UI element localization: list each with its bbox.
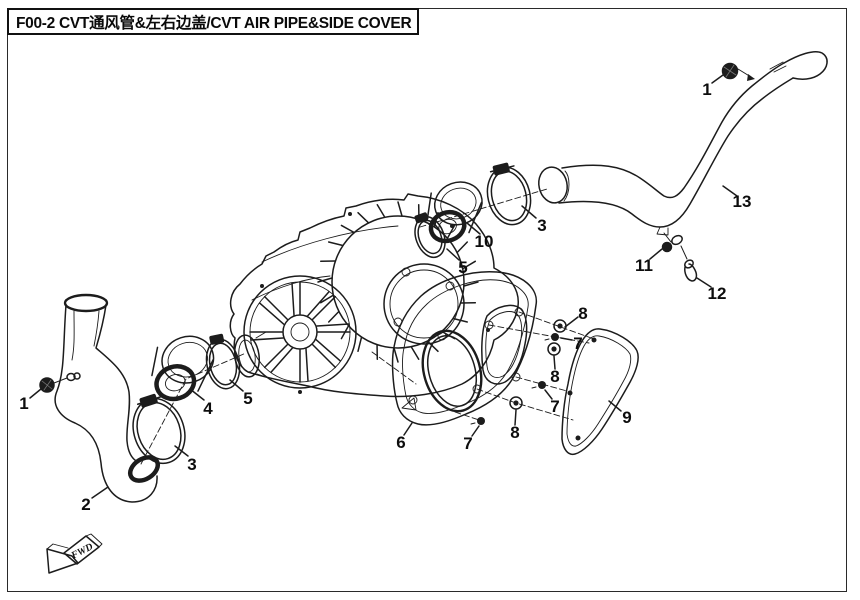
fwd-label: FWD — [69, 541, 95, 562]
part-2-air-pipe — [54, 293, 161, 503]
part-3-clamp-middle — [486, 162, 532, 226]
part-9-cover-plate — [561, 328, 639, 456]
fwd-direction-arrow: FWD — [46, 533, 103, 574]
callout-10: 10 — [475, 232, 494, 251]
gearbox-case — [229, 193, 519, 398]
diagram-title: F00-2 CVT通风管&左右边盖/CVT AIR PIPE&SIDE COVE… — [16, 14, 412, 32]
callout-13: 13 — [733, 192, 752, 211]
diagram-title-box: F00-2 CVT通风管&左右边盖/CVT AIR PIPE&SIDE COVE… — [7, 8, 419, 35]
callout-1-left: 1 — [19, 394, 28, 413]
part-12-plug — [684, 259, 698, 282]
callout-8-b: 8 — [550, 367, 559, 386]
callout-7-c: 7 — [463, 434, 472, 453]
cover-bolt-axis-lines — [454, 311, 595, 421]
part-5-clamp-middle — [414, 212, 446, 259]
part-4-boot-left — [151, 335, 215, 402]
callout-leader-lines — [29, 74, 738, 499]
part-7-bolts — [470, 333, 559, 425]
part-5-clamp-left — [205, 333, 241, 390]
part-3-clamp-left — [132, 393, 186, 465]
callout-4: 4 — [203, 399, 213, 418]
part-1-nut-left — [39, 372, 81, 393]
callout-5-left: 5 — [243, 389, 252, 408]
callout-8-a: 8 — [578, 304, 587, 323]
callout-7-a: 7 — [573, 334, 582, 353]
callout-3-mid: 3 — [537, 216, 546, 235]
callout-labels: 1 2 3 4 5 6 7 7 7 8 8 8 9 10 5 3 11 12 1… — [19, 80, 751, 514]
callout-12: 12 — [708, 284, 727, 303]
callout-9: 9 — [622, 408, 631, 427]
callout-3-left: 3 — [187, 455, 196, 474]
callout-2: 2 — [81, 495, 90, 514]
callout-1-right: 1 — [702, 80, 711, 99]
callout-5-mid: 5 — [458, 258, 467, 277]
part-6-side-cover — [391, 270, 538, 426]
assembly-axis-lines — [140, 188, 548, 465]
part-11-bolt — [661, 232, 688, 260]
part-1-nut-right — [721, 62, 755, 81]
callout-7-b: 7 — [550, 397, 559, 416]
callout-11: 11 — [635, 256, 653, 275]
part-10-boot — [426, 181, 483, 244]
callout-6: 6 — [396, 433, 405, 452]
part-13-air-pipe — [538, 51, 828, 236]
callout-8-c: 8 — [510, 423, 519, 442]
part-8-washers — [509, 319, 567, 410]
diagram-frame — [7, 8, 847, 592]
